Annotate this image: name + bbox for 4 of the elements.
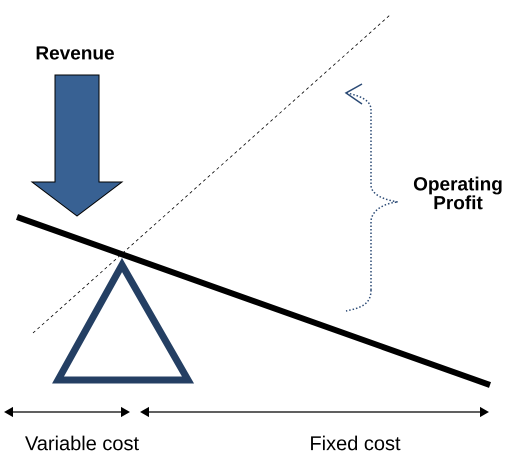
text-label: Revenue [36, 46, 114, 60]
text-label: Variable cost [25, 436, 139, 450]
text-label: Operating Profit [414, 176, 502, 210]
text-label: Fixed cost [311, 436, 400, 450]
